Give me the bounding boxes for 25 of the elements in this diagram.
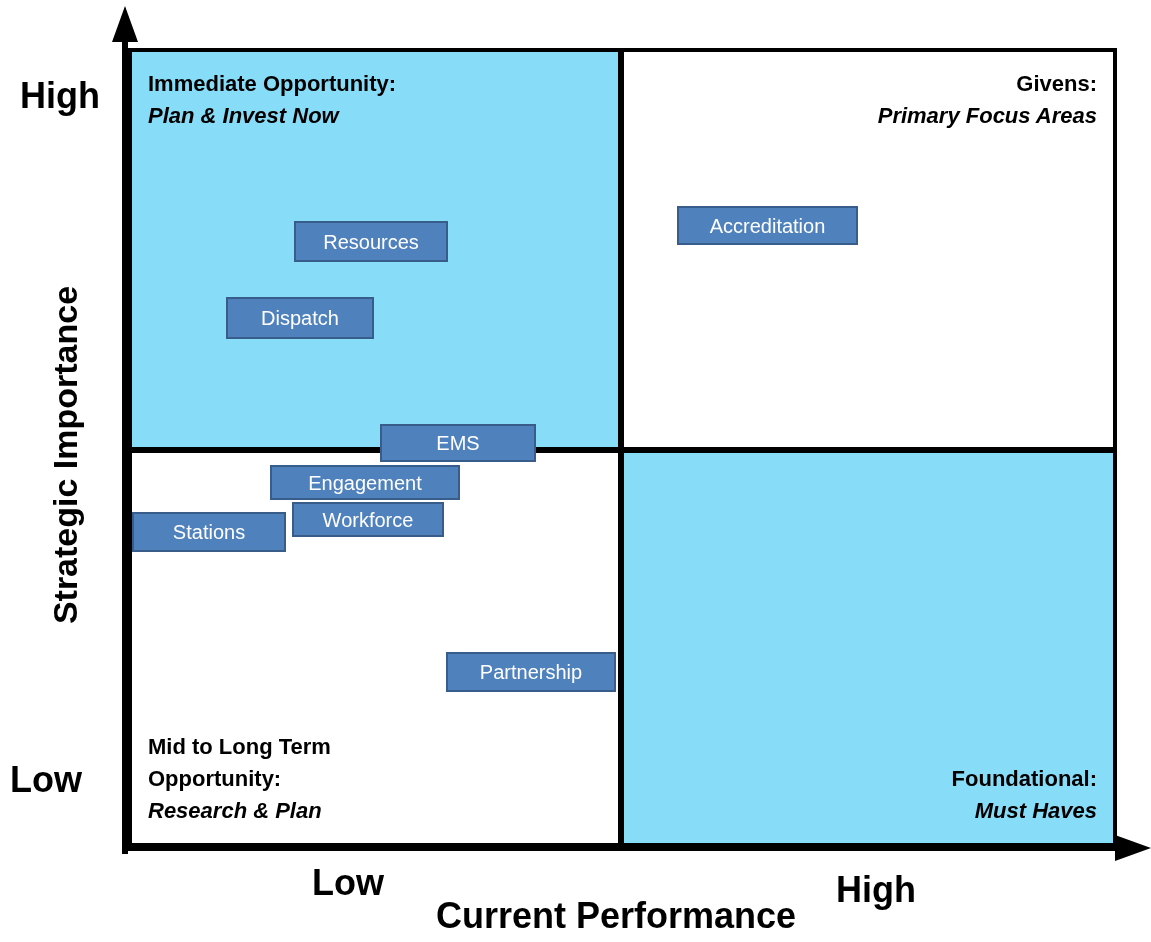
axis-label: Low <box>10 762 82 798</box>
axis-title: Strategic Importance <box>48 285 82 625</box>
item-box: Engagement <box>270 465 460 500</box>
quadrant-heading: Foundational: <box>951 765 1097 793</box>
quadrant-heading: Givens: <box>1016 70 1097 98</box>
item-box: Accreditation <box>677 206 858 245</box>
quadrant-box <box>620 48 1117 451</box>
item-box: Workforce <box>292 502 444 537</box>
item-box: Resources <box>294 221 448 262</box>
quadrant-subheading: Primary Focus Areas <box>877 102 1097 130</box>
axis-label: High <box>20 78 100 114</box>
quadrant-subheading: Must Haves <box>974 797 1097 825</box>
quadrant-heading: Immediate Opportunity: <box>148 70 397 98</box>
quadrant-box <box>620 449 1117 847</box>
quadrant-subheading: Research & Plan <box>148 797 322 825</box>
item-box: Stations <box>132 512 286 552</box>
item-box: Dispatch <box>226 297 374 339</box>
axis-title: Current Performance <box>436 898 797 934</box>
quadrant-box <box>128 48 622 451</box>
quadrant-subheading: Plan & Invest Now <box>148 102 339 130</box>
quadrant-heading: Mid to Long Term Opportunity: <box>148 733 332 793</box>
item-box: Partnership <box>446 652 616 692</box>
item-box: EMS <box>380 424 536 462</box>
axis-label: High <box>836 872 916 908</box>
axis-label: Low <box>312 865 384 901</box>
